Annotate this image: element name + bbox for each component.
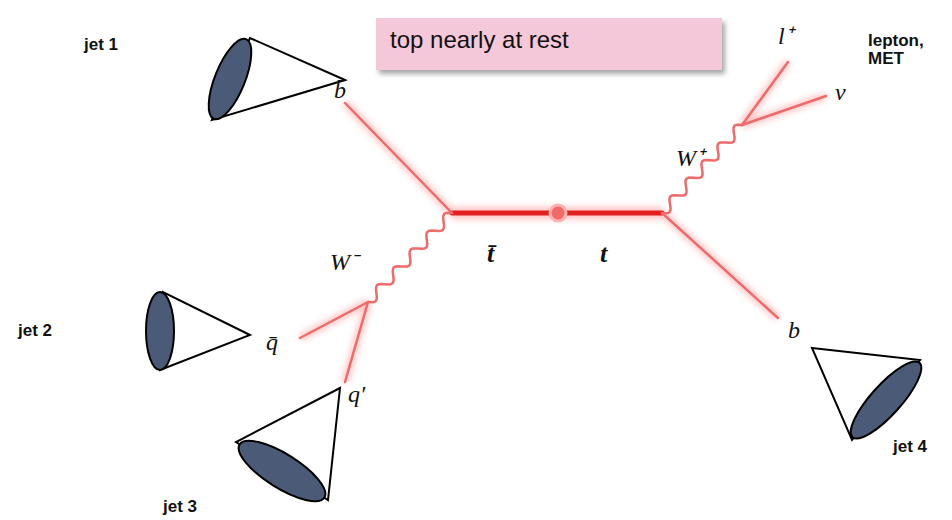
- particle-label: W⁻: [330, 250, 358, 275]
- jet-label: jet 2: [18, 322, 52, 340]
- title-box: top nearly at rest: [376, 18, 722, 70]
- particle-label: W⁺: [676, 146, 704, 171]
- jet-label: jet 3: [163, 498, 197, 516]
- particle-label: b̄: [334, 78, 346, 103]
- particle-label: t̄: [487, 240, 494, 267]
- particle-label: ν: [835, 80, 846, 105]
- particle-label: q̄: [266, 330, 278, 355]
- particle-label: l⁺: [778, 24, 793, 49]
- jet-label: jet 4: [893, 438, 927, 456]
- lepton-label: lepton, MET: [868, 32, 942, 68]
- jet-label: jet 1: [84, 36, 118, 54]
- box-text: top nearly at rest: [390, 26, 708, 54]
- particle-label: b: [788, 318, 800, 343]
- particle-label: t: [600, 240, 607, 267]
- particle-label: q′: [348, 382, 365, 407]
